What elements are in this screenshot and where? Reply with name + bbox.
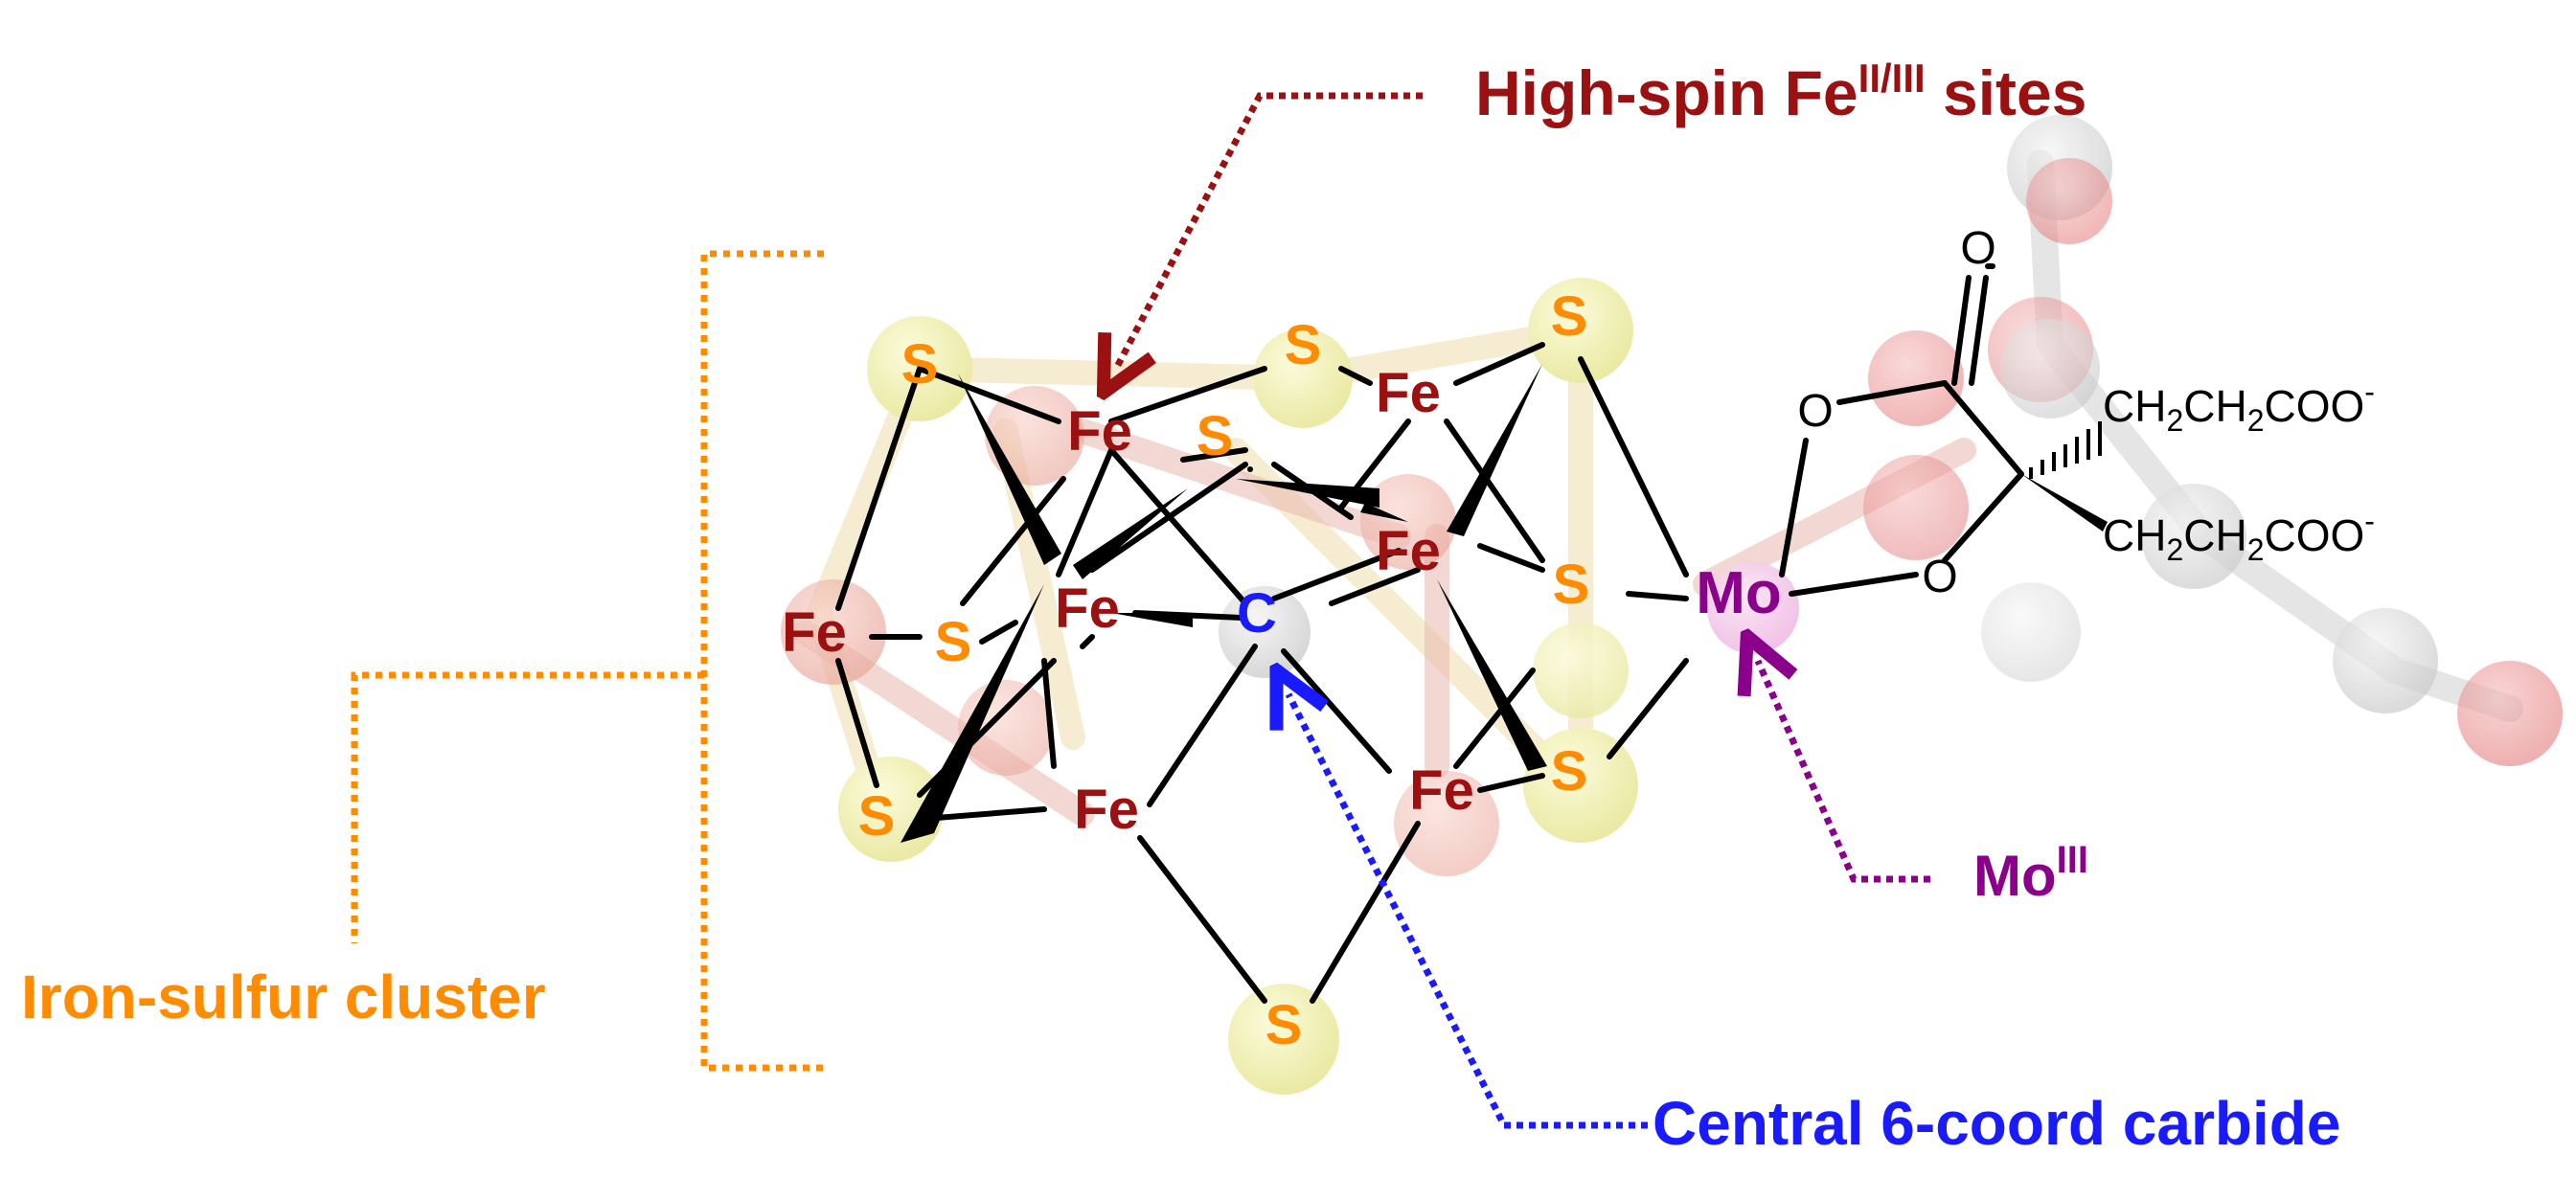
iron-atom: Fe [1376,362,1441,424]
iron-atom: Fe [1376,520,1441,582]
cluster-bonds [835,263,2024,1004]
mo-label: MoIII [1973,839,2088,908]
ball-and-stick-shadow [781,115,2563,1095]
oxygen-atom: O [1797,386,1833,437]
molybdenum-atom: Mo [1696,560,1782,626]
iron-atom: Fe [1409,759,1474,822]
sulfur-atom: S [1553,554,1590,616]
carbon-atom: C [1237,582,1277,645]
oxygen-atom: O [1922,552,1957,602]
iron-atom: Fe [1074,779,1139,841]
carbide-label: Central 6-coord carbide [1653,1089,2340,1158]
atom-labels: S S S S S S S S S Fe Fe Fe Fe Fe Fe Fe C… [782,285,1782,1056]
sulfur-atom: S [1197,405,1234,467]
sulfur-atom: S [901,333,939,396]
iron-atom: Fe [1055,577,1120,640]
mo-arrow [1758,661,1930,883]
fe-sites-arrow [1116,92,1423,369]
sulfur-atom: S [858,785,896,848]
fe-sites-label: High-spin FeII/III sites [1475,56,2086,128]
sulfur-atom: S [1551,740,1588,803]
oxygen-atom: O [1960,223,1995,274]
sulfur-atom: S [1551,285,1588,348]
side-chain-upper: CH2CH2COO- [2103,374,2375,438]
homocitrate-ligand: O O O CH2CH2COO- CH2CH2COO- [1797,223,2375,602]
cluster-label: Iron-sulfur cluster [21,962,546,1031]
carbide-arrow [1288,694,1648,1129]
iron-atom: Fe [782,601,847,664]
dotted-bracket [351,250,824,1072]
sulfur-atom: S [1285,314,1322,376]
dotted-arrow [1116,92,1930,1129]
sulfur-atom: S [1265,994,1303,1056]
side-chain-lower: CH2CH2COO- [2103,504,2375,567]
sulfur-atom: S [935,611,972,673]
hashed-bond [2029,421,2102,479]
iron-atom: Fe [1067,400,1132,463]
wedge-bonds [900,364,2108,843]
